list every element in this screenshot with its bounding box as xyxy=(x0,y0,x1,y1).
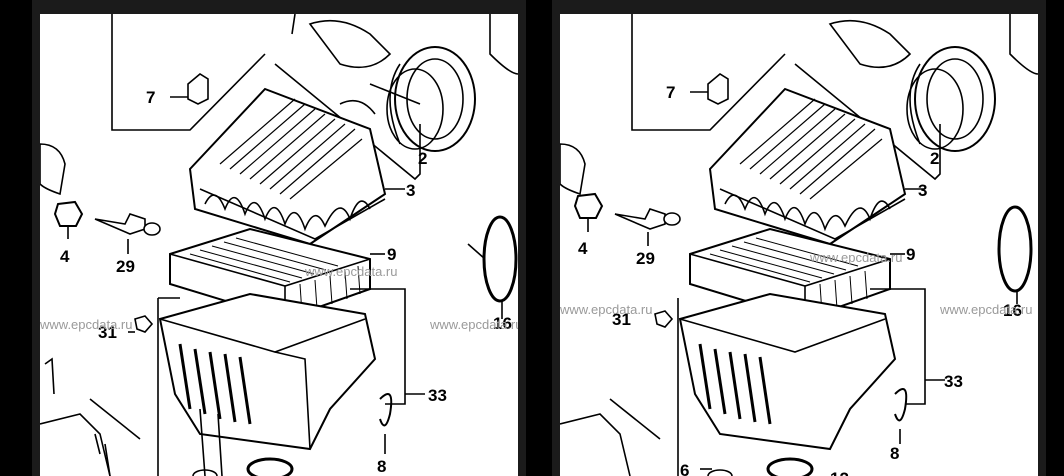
parts-diagram-left: 7 2 3 4 29 9 16 31 33 8 www.epcdata.ru w… xyxy=(40,14,518,476)
parts-diagram-right: 7 2 3 4 29 9 16 31 33 8 6 12 www.epcdata… xyxy=(560,14,1038,476)
watermark-center: www.epcdata.ru xyxy=(304,264,398,279)
callout-4: 4 xyxy=(578,239,588,258)
callout-29: 29 xyxy=(636,249,655,268)
callout-33: 33 xyxy=(944,372,963,391)
callout-7: 7 xyxy=(666,83,675,102)
watermark-left: www.epcdata.ru xyxy=(40,317,133,332)
callout-16: 16 xyxy=(493,314,512,333)
callout-3: 3 xyxy=(918,181,927,200)
callout-31: 31 xyxy=(612,310,631,329)
watermark-center: www.epcdata.ru xyxy=(809,250,903,265)
callout-7: 7 xyxy=(146,88,155,107)
callout-8: 8 xyxy=(377,457,386,476)
callout-2: 2 xyxy=(418,149,427,168)
watermark-right: www.epcdata.ru xyxy=(429,317,518,332)
callout-33: 33 xyxy=(428,386,447,405)
air-cleaner-exploded-view-right: 7 2 3 4 29 9 16 31 33 8 6 12 www.epcdata… xyxy=(560,14,1038,476)
callout-6: 6 xyxy=(680,461,689,476)
callout-12: 12 xyxy=(830,469,849,476)
callout-8: 8 xyxy=(890,444,899,463)
callout-3: 3 xyxy=(406,181,415,200)
callout-16: 16 xyxy=(1003,301,1022,320)
callout-4: 4 xyxy=(60,247,70,266)
callout-9: 9 xyxy=(906,245,915,264)
callout-9: 9 xyxy=(387,245,396,264)
watermark-left: www.epcdata.ru xyxy=(560,302,653,317)
air-cleaner-exploded-view-left: 7 2 3 4 29 9 16 31 33 8 www.epcdata.ru w… xyxy=(40,14,518,476)
left-image-frame: 7 2 3 4 29 9 16 31 33 8 www.epcdata.ru w… xyxy=(32,0,526,476)
callout-31: 31 xyxy=(98,323,117,342)
callout-2: 2 xyxy=(930,149,939,168)
right-image-frame: 7 2 3 4 29 9 16 31 33 8 6 12 www.epcdata… xyxy=(552,0,1046,476)
watermark-right: www.epcdata.ru xyxy=(939,302,1033,317)
callout-29: 29 xyxy=(116,257,135,276)
